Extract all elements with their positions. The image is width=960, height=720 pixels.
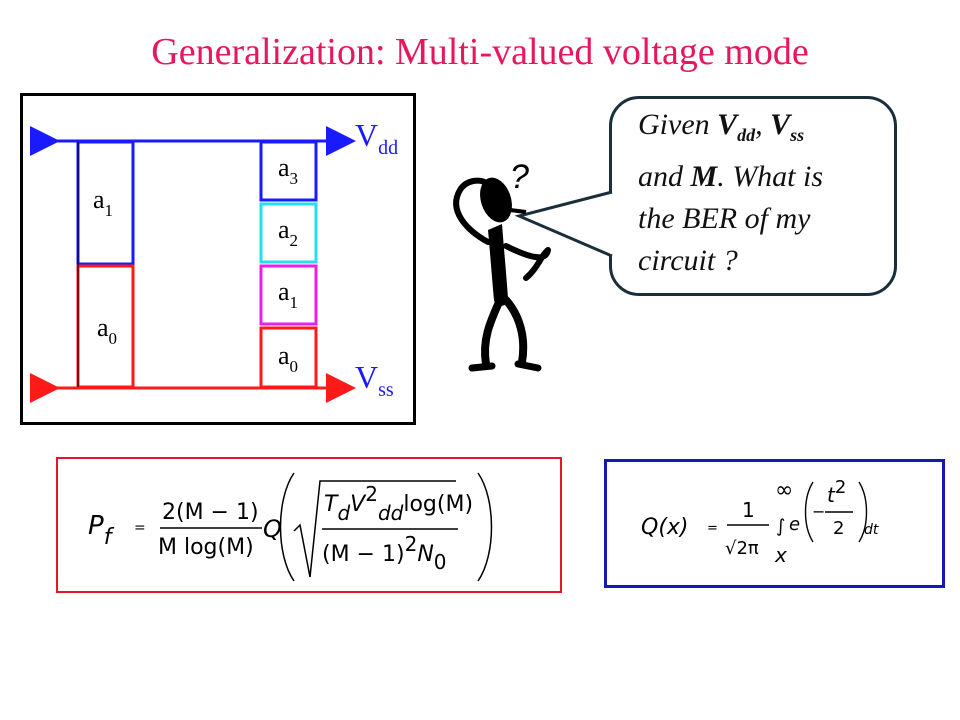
- pf-numerator: 2(M − 1): [162, 500, 259, 525]
- slide-title: Generalization: Multi-valued voltage mod…: [151, 31, 809, 73]
- q-exp-numerator: t2: [827, 477, 846, 507]
- q-dt: dt: [864, 522, 879, 538]
- q-integral-lower: x: [774, 543, 787, 567]
- bubble-line-4: circuit ?: [638, 244, 738, 277]
- right-a0-label: a0: [278, 341, 298, 376]
- right-a3-label: a3: [278, 153, 298, 188]
- q-integral: ∫: [776, 516, 785, 537]
- pf-formula-box: Pf = 2(M − 1) M log(M) Q TdV2ddlog(M) (M…: [56, 457, 562, 593]
- pf-formula-svg: Pf = 2(M − 1) M log(M) Q TdV2ddlog(M) (M…: [88, 472, 493, 582]
- q-equals: =: [707, 521, 718, 536]
- thinking-person-figure: ?: [453, 158, 551, 372]
- vss-label: Vss: [355, 359, 394, 401]
- left-a1-label: a1: [93, 185, 113, 220]
- pf-equals: =: [134, 520, 146, 536]
- bubble-line-3: the BER of my: [638, 202, 811, 235]
- right-a2-label: a2: [278, 215, 298, 250]
- bubble-question-text: Given Vdd, Vss and M. What is the BER of…: [638, 104, 888, 282]
- pf-sqrt-denominator: (M − 1)2N0: [322, 532, 447, 574]
- right-a3-box: [259, 140, 318, 202]
- q-denominator: √2π: [725, 538, 759, 559]
- speech-bubble-pointer: [515, 190, 615, 258]
- pf-sqrt-numerator: TdV2ddlog(M): [324, 482, 473, 525]
- speech-bubble: [609, 96, 897, 296]
- q-numerator: 1: [742, 498, 755, 522]
- right-a0-box: [259, 326, 318, 389]
- q-minus: −: [812, 502, 825, 521]
- q-e: e: [789, 514, 800, 535]
- bubble-line-1: Given Vdd, Vss: [638, 108, 805, 145]
- right-a2-box: [259, 202, 318, 264]
- q-exp-denominator: 2: [833, 518, 844, 539]
- voltage-levels-svg: a1 a0 a3 a2 a1 a0 Vdd Vss: [30, 117, 398, 403]
- q-lhs: Q(x): [641, 515, 689, 540]
- q-integral-upper: ∞: [775, 478, 793, 503]
- vdd-label: Vdd: [355, 117, 398, 159]
- question-mark: ?: [510, 158, 529, 196]
- pf-lhs: Pf: [88, 511, 115, 550]
- bubble-line-2: and M. What is: [638, 160, 824, 193]
- pf-denominator: M log(M): [158, 535, 254, 560]
- right-a1-box: [259, 264, 318, 326]
- voltage-levels-diagram: a1 a0 a3 a2 a1 a0 Vdd Vss: [20, 93, 416, 425]
- pf-q: Q: [263, 515, 282, 543]
- q-formula-svg: Q(x) = 1 √2π ∞ ∫ x e − t2 2 dt: [641, 477, 879, 567]
- right-a1-label: a1: [278, 277, 298, 312]
- q-function-formula-box: Q(x) = 1 √2π ∞ ∫ x e − t2 2 dt: [604, 459, 945, 588]
- left-a0-label: a0: [97, 313, 117, 348]
